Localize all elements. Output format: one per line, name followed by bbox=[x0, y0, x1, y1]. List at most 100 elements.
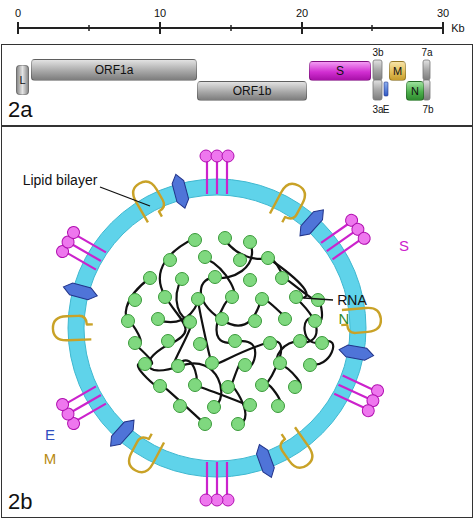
n-protein bbox=[226, 291, 239, 304]
scale-minor-tick bbox=[371, 25, 373, 31]
part-label: E bbox=[45, 427, 55, 442]
panel-frame: 2aLORF1aORF1bSMN bbox=[1, 44, 473, 126]
gene-name: M bbox=[393, 66, 402, 77]
scale-number: 20 bbox=[296, 8, 308, 19]
scale-tick bbox=[442, 22, 444, 34]
n-protein bbox=[174, 400, 187, 413]
n-protein bbox=[276, 272, 289, 285]
gene-3b bbox=[373, 60, 382, 80]
n-protein bbox=[279, 313, 292, 326]
rna-strand bbox=[225, 240, 333, 365]
gene-box: L bbox=[16, 65, 29, 95]
spike-protein bbox=[317, 212, 373, 265]
m-protein bbox=[274, 426, 317, 473]
gene-label: 3b bbox=[372, 48, 383, 58]
e-protein bbox=[254, 442, 277, 479]
gene-box: ORF1a bbox=[31, 59, 197, 81]
n-protein bbox=[239, 359, 252, 372]
nucleocapsid-group bbox=[122, 232, 329, 431]
scale-tick bbox=[301, 22, 303, 34]
n-protein bbox=[244, 236, 257, 249]
rna-strand bbox=[173, 278, 250, 406]
e-protein bbox=[62, 281, 99, 302]
spike-protein bbox=[200, 150, 234, 194]
scale-minor-tick bbox=[230, 25, 232, 31]
m-protein bbox=[53, 315, 94, 340]
spike-protein bbox=[331, 369, 385, 418]
gene-label: 7b bbox=[422, 105, 433, 115]
n-protein bbox=[129, 337, 142, 350]
lipid-bilayer bbox=[76, 187, 358, 469]
gene-box: N bbox=[406, 81, 424, 101]
m-protein bbox=[269, 180, 309, 227]
spike-protein bbox=[54, 380, 109, 431]
e-protein bbox=[106, 416, 138, 450]
n-protein bbox=[154, 380, 167, 393]
n-protein bbox=[262, 252, 275, 265]
part-label: Lipid bilayer bbox=[23, 173, 98, 187]
n-protein bbox=[264, 337, 277, 350]
panel-label: 2a bbox=[8, 99, 32, 121]
gene-label: 3a bbox=[372, 105, 383, 115]
gene-name: L bbox=[19, 75, 25, 86]
n-protein bbox=[206, 357, 219, 370]
n-protein bbox=[172, 360, 185, 373]
n-protein bbox=[294, 335, 307, 348]
gene-e bbox=[384, 82, 388, 96]
n-protein bbox=[184, 316, 197, 329]
n-protein bbox=[208, 401, 221, 414]
n-protein bbox=[274, 357, 287, 370]
n-protein bbox=[162, 335, 175, 348]
rna-strand bbox=[201, 240, 289, 326]
n-protein bbox=[229, 335, 242, 348]
n-protein bbox=[289, 381, 302, 394]
n-protein bbox=[316, 337, 329, 350]
n-protein bbox=[244, 274, 257, 287]
leader-line bbox=[100, 187, 150, 206]
n-protein bbox=[139, 358, 152, 371]
n-protein bbox=[234, 254, 247, 267]
n-protein bbox=[199, 251, 212, 264]
n-protein bbox=[152, 313, 165, 326]
n-protein bbox=[312, 294, 325, 307]
n-protein bbox=[222, 381, 235, 394]
rna-strand bbox=[126, 278, 205, 424]
bilayer-edge bbox=[84, 195, 350, 461]
bilayer-edge bbox=[68, 179, 366, 477]
n-protein bbox=[122, 315, 135, 328]
rna-strand bbox=[149, 238, 222, 406]
n-protein bbox=[304, 359, 317, 372]
n-protein bbox=[256, 379, 269, 392]
n-protein bbox=[244, 399, 257, 412]
n-protein bbox=[232, 418, 245, 431]
scale-minor-tick bbox=[88, 25, 90, 31]
n-protein bbox=[309, 315, 322, 328]
gene-box: ORF1b bbox=[197, 81, 307, 101]
scale-number: 0 bbox=[15, 8, 21, 19]
scale-number: 10 bbox=[154, 8, 166, 19]
leader-line bbox=[304, 298, 333, 300]
gene-3a bbox=[373, 80, 382, 100]
part-label: M bbox=[44, 451, 57, 466]
part-label: RNA bbox=[337, 293, 367, 307]
gene-name: N bbox=[411, 86, 419, 97]
panel-label: 2b bbox=[8, 491, 32, 513]
rna-strand bbox=[158, 298, 281, 406]
part-label: N bbox=[339, 311, 350, 326]
n-protein bbox=[219, 232, 232, 245]
n-protein bbox=[290, 291, 303, 304]
rna-strand bbox=[126, 238, 333, 424]
scale-tick bbox=[159, 22, 161, 34]
n-protein bbox=[192, 293, 205, 306]
n-protein bbox=[144, 272, 157, 285]
scale-number: 30 bbox=[437, 8, 449, 19]
gene-7b bbox=[423, 80, 430, 100]
n-protein bbox=[129, 294, 142, 307]
n-protein bbox=[199, 418, 212, 431]
n-protein bbox=[216, 313, 229, 326]
gene-label: 7a bbox=[421, 48, 432, 58]
gene-name: ORF1b bbox=[233, 85, 272, 97]
e-protein bbox=[296, 206, 328, 240]
n-protein bbox=[194, 338, 207, 351]
